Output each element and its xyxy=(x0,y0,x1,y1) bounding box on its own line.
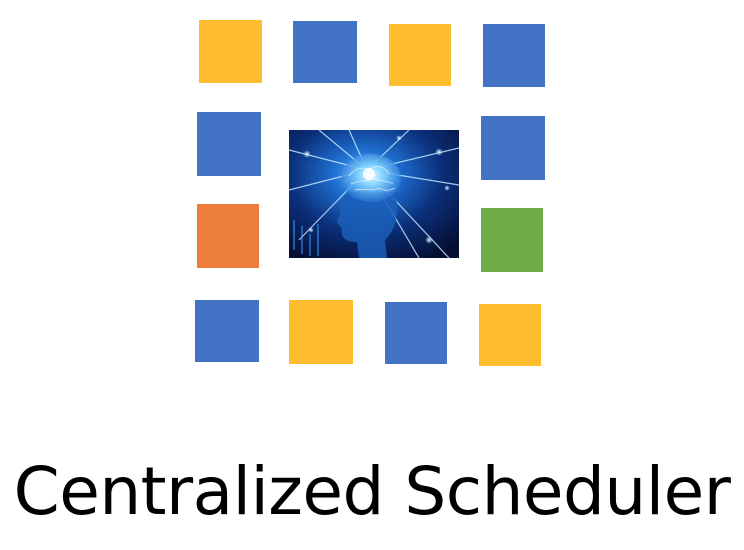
square-top-4 xyxy=(483,24,545,87)
square-left-2 xyxy=(197,204,259,268)
square-top-1 xyxy=(199,20,262,83)
square-left-1 xyxy=(197,112,261,176)
square-bottom-1 xyxy=(195,300,259,362)
square-right-2 xyxy=(481,208,543,272)
square-right-1 xyxy=(481,116,545,180)
glowing-brain-head-icon xyxy=(289,130,459,258)
square-top-3 xyxy=(389,24,451,86)
square-bottom-2 xyxy=(289,300,353,364)
square-bottom-4 xyxy=(479,304,541,366)
square-bottom-3 xyxy=(385,302,447,364)
square-top-2 xyxy=(293,21,357,83)
diagram-caption: Centralized Scheduler xyxy=(13,453,731,530)
